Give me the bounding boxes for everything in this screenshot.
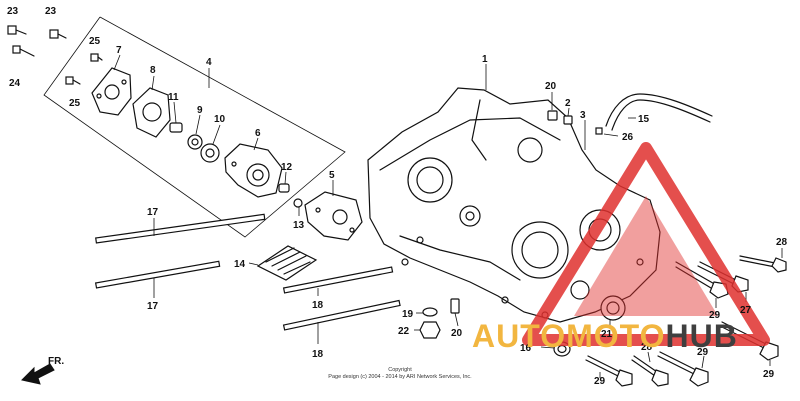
part-20-dowel-a [547, 92, 558, 121]
callout-13: 13 [293, 220, 305, 231]
part-28-bolt-b [631, 351, 669, 387]
callout-20-a: 20 [545, 81, 557, 92]
callout-7: 7 [116, 45, 122, 56]
part-8-gasket [132, 75, 171, 138]
cover-assembly-outline [43, 16, 346, 238]
part-10-rotor [200, 124, 221, 163]
callout-27: 27 [740, 305, 752, 316]
callout-19: 19 [402, 309, 414, 320]
callout-1: 1 [482, 54, 488, 65]
callout-23-b: 23 [45, 6, 57, 17]
part-15-breather-tube [605, 93, 713, 131]
watermark-brand-text: AUTOMOTOHUB [472, 318, 738, 355]
part-23-bolt-a [7, 25, 27, 35]
callout-17-a: 17 [147, 207, 159, 218]
callout-14: 14 [234, 259, 246, 270]
part-18-stud-a [282, 266, 394, 296]
part-25-bolt-a [90, 53, 103, 62]
callout-23-a: 23 [7, 6, 19, 17]
part-29-bolt-a [675, 261, 729, 308]
callout-2: 2 [565, 98, 571, 109]
part-28-bolt-a [739, 248, 787, 273]
callout-29-a: 29 [709, 310, 721, 321]
callout-22: 22 [398, 326, 410, 337]
callout-29-c: 29 [763, 369, 775, 380]
callout-4: 4 [206, 57, 212, 68]
callout-28-a: 28 [776, 237, 788, 248]
callout-11: 11 [168, 92, 179, 103]
warning-triangle-icon [522, 142, 770, 346]
callout-18-b: 18 [312, 349, 324, 360]
part-25-bolt-b [65, 76, 81, 85]
callout-10: 10 [214, 114, 226, 125]
part-14-strainer-screen [248, 245, 318, 281]
part-17-stud-b [94, 260, 221, 298]
part-26-clip [595, 127, 619, 137]
callout-15: 15 [638, 114, 650, 125]
part-13-pin [293, 198, 303, 216]
part-11-pin [169, 101, 183, 133]
part-19-washer [416, 307, 438, 317]
part-17-stud-a [95, 213, 266, 244]
part-20-dowel-b [450, 298, 460, 327]
part-2-dowel [563, 107, 573, 125]
callout-29-d: 29 [594, 376, 606, 387]
part-9-gear [187, 114, 203, 150]
copyright-line-2: Page design (c) 2004 - 2014 by ARI Netwo… [328, 374, 472, 380]
watermark-text-part1: AUTOMOTO [472, 318, 666, 354]
part-21-oil-seal [600, 295, 626, 326]
part-7-cover [91, 54, 132, 116]
callout-17-b: 17 [147, 301, 159, 312]
part-18-stud-b [282, 299, 401, 344]
callout-3: 3 [580, 110, 586, 121]
callout-25-b: 25 [69, 98, 81, 109]
copyright-notice: Copyright Page design (c) 2004 - 2014 by… [300, 367, 500, 381]
callout-20-b: 20 [451, 328, 463, 339]
callout-6: 6 [255, 128, 261, 139]
callout-21: 21 [601, 329, 613, 340]
copyright-line-1: Copyright [388, 367, 412, 373]
front-marker-label: FR. [48, 356, 64, 367]
part-23-bolt-b [49, 29, 67, 39]
callout-25-a: 25 [89, 36, 101, 47]
part-1-crankcase [367, 64, 661, 323]
callout-labels: 23 23 24 25 25 7 8 4 11 9 10 6 12 13 5 1… [7, 6, 788, 387]
watermark-text-part2: HUB [665, 318, 738, 354]
callout-12: 12 [281, 162, 293, 173]
part-29-bolt-d [585, 355, 633, 387]
callout-28-b: 28 [641, 342, 653, 353]
part-5-plate [304, 180, 363, 241]
part-24-bolt [12, 45, 35, 57]
part-12-collar [278, 171, 290, 193]
callout-18-a: 18 [312, 300, 324, 311]
callout-8: 8 [150, 65, 156, 76]
callout-29-b: 29 [697, 347, 709, 358]
part-29-bolt-c [657, 351, 709, 387]
front-direction-marker: FR. [21, 356, 64, 385]
callout-24: 24 [9, 78, 21, 89]
callout-9: 9 [197, 105, 203, 116]
callout-26: 26 [622, 132, 634, 143]
callout-5: 5 [329, 170, 335, 181]
part-6-pump-body [224, 137, 283, 198]
part-22-drain-bolt [414, 321, 441, 339]
callout-16: 16 [520, 343, 532, 354]
